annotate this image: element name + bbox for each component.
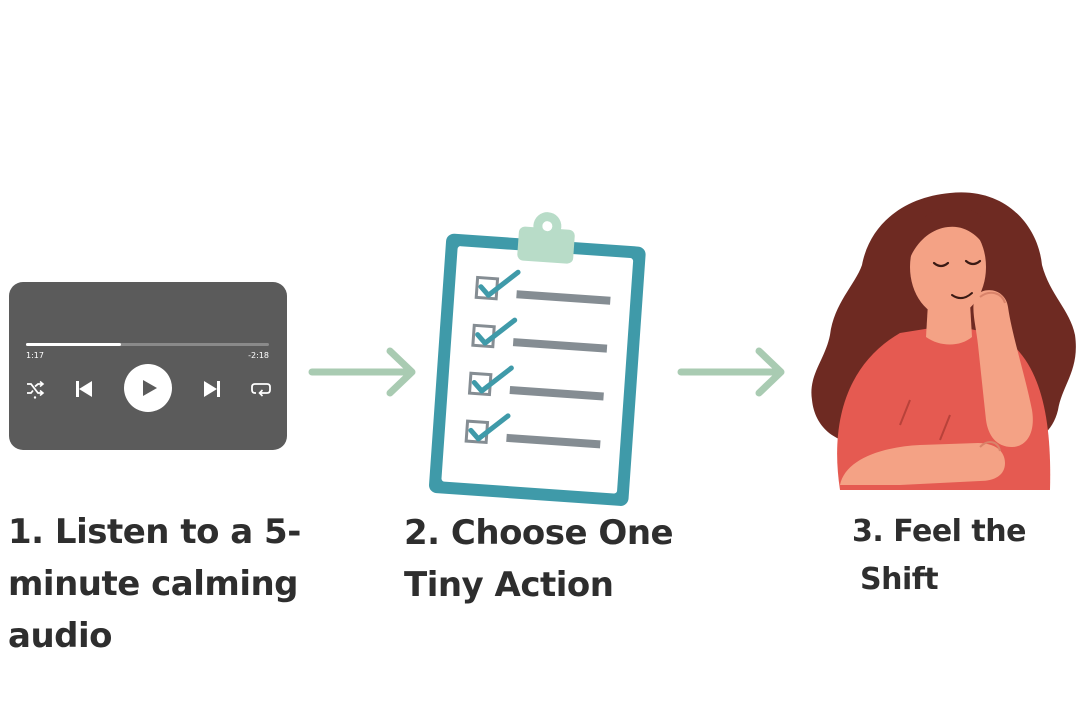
step-2-caption-line: 2. Choose One bbox=[404, 513, 674, 553]
clipboard-checklist-icon bbox=[429, 212, 646, 506]
checklist-line bbox=[516, 290, 611, 305]
checklist-line bbox=[509, 385, 604, 401]
shuffle-icon[interactable] bbox=[25, 379, 45, 399]
previous-icon[interactable] bbox=[74, 379, 94, 399]
progress-bar[interactable] bbox=[26, 343, 269, 346]
step-1-caption-line: minute calming bbox=[8, 564, 299, 604]
step-2-caption-line: Tiny Action bbox=[404, 565, 614, 605]
step-1-caption: 1. Listen to a 5- minute calming audio bbox=[8, 506, 308, 662]
checkmark-icon bbox=[478, 269, 521, 298]
play-icon bbox=[143, 380, 157, 396]
checklist-item bbox=[474, 269, 611, 305]
checkmark-icon bbox=[471, 365, 514, 394]
arrow-right-icon bbox=[308, 347, 416, 397]
step-1-caption-line: audio bbox=[8, 616, 113, 656]
elapsed-time: 1:17 bbox=[26, 351, 44, 360]
checklist-item bbox=[467, 365, 604, 401]
checklist-item bbox=[464, 413, 601, 449]
audio-player: 1:17 -2:18 bbox=[9, 282, 287, 450]
checkmark-icon bbox=[475, 317, 518, 346]
checklist-line bbox=[506, 433, 601, 449]
step-2-caption: 2. Choose One Tiny Action bbox=[404, 507, 704, 611]
next-icon[interactable] bbox=[202, 379, 222, 399]
step-3-caption-line: 3. Feel the bbox=[852, 514, 1026, 549]
checkmark-icon bbox=[468, 413, 511, 442]
step-3-caption: 3. Feel the Shift bbox=[852, 508, 1062, 604]
arrow-right-icon bbox=[677, 347, 785, 397]
step-1-caption-line: 1. Listen to a 5- bbox=[8, 512, 301, 552]
remaining-time: -2:18 bbox=[248, 351, 269, 360]
progress-fill bbox=[26, 343, 121, 346]
play-button[interactable] bbox=[124, 364, 172, 412]
repeat-icon[interactable] bbox=[250, 379, 272, 399]
checklist-line bbox=[512, 338, 608, 353]
relaxed-woman-illustration bbox=[811, 192, 1076, 490]
checklist-item bbox=[471, 317, 608, 353]
step-3-caption-line: Shift bbox=[860, 562, 939, 597]
